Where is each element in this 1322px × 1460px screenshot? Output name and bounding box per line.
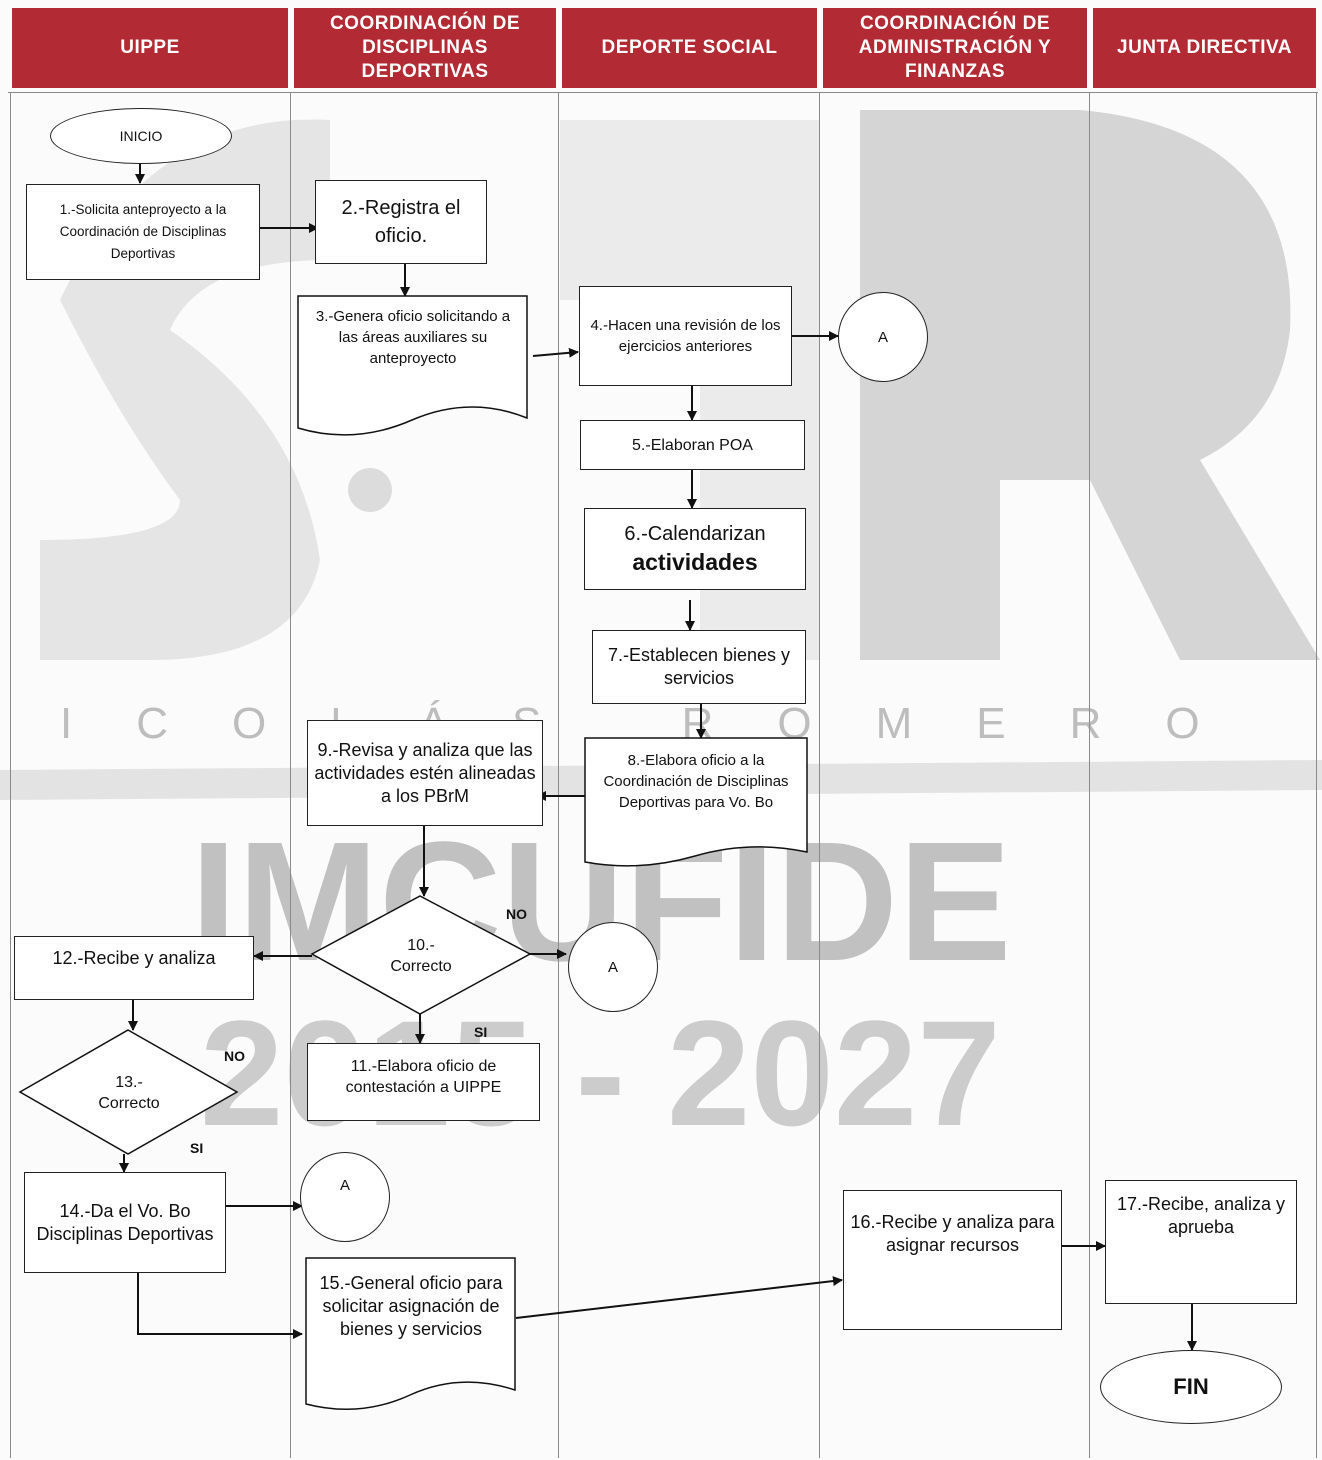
step-6-text-line1: 6.-Calendarizan xyxy=(624,523,766,545)
step-7-text: 7.-Establecen bienes y servicios xyxy=(607,645,791,688)
start-label: INICIO xyxy=(119,128,163,144)
step-15-text: 15.-General oficio para solicitar asigna… xyxy=(319,1273,503,1339)
step-5-text: 5.-Elaboran POA xyxy=(632,436,753,454)
step-7-box: 7.-Establecen bienes y servicios xyxy=(592,630,806,704)
label-si-13: SI xyxy=(190,1140,204,1156)
lane-header-deporte-social: DEPORTE SOCIAL xyxy=(562,8,817,88)
step-2-box: 2.-Registra el oficio. xyxy=(315,180,487,264)
step-8-document-shape xyxy=(584,737,808,867)
lane-header-coordinacion-disciplinas: COORDINACIÓN DE DISCIPLINAS DEPORTIVAS xyxy=(294,8,556,88)
step-5-box: 5.-Elaboran POA xyxy=(580,420,805,470)
watermark-logo-r-shape xyxy=(860,110,1320,660)
step-8-text: 8.-Elabora oficio a la Coordinación de D… xyxy=(603,752,789,811)
lane-header-junta-directiva: JUNTA DIRECTIVA xyxy=(1093,8,1316,88)
step-6-text-line2: actividades xyxy=(632,549,758,575)
lane-divider xyxy=(290,92,291,1458)
lane-top-border xyxy=(8,92,1318,93)
step-17-text: 17.-Recibe, analiza y aprueba xyxy=(1116,1194,1286,1237)
step-14-text: 14.-Da el Vo. Bo Disciplinas Deportivas xyxy=(36,1200,214,1244)
label-si-10: SI xyxy=(474,1024,488,1040)
decision-10-text: 10.- Correcto xyxy=(390,937,452,975)
decision-13-shape xyxy=(18,1029,239,1155)
step-9-text: 9.-Revisa y analiza que las actividades … xyxy=(314,739,536,806)
step-3-text: 3.-Genera oficio solicitando a las áreas… xyxy=(315,308,511,367)
step-4-box: 4.-Hacen una revisión de los ejercicios … xyxy=(579,286,792,386)
step-12-text: 12.-Recibe y analiza xyxy=(52,948,216,968)
step-4-text: 4.-Hacen una revisión de los ejercicios … xyxy=(590,317,781,355)
step-11-text: 11.-Elabora oficio de contestación a UIP… xyxy=(345,1058,502,1096)
connector-a-1: A xyxy=(838,292,928,382)
step-16-box: 16.-Recibe y analiza para asignar recurs… xyxy=(843,1190,1062,1330)
step-14-box: 14.-Da el Vo. Bo Disciplinas Deportivas xyxy=(24,1172,226,1273)
step-2-text: 2.-Registra el oficio. xyxy=(341,197,461,247)
step-1-box: 1.-Solicita anteproyecto a la Coordinaci… xyxy=(26,184,260,280)
step-11-box: 11.-Elabora oficio de contestación a UIP… xyxy=(307,1043,540,1121)
step-3-document-shape xyxy=(297,295,528,436)
connector-a-2: A xyxy=(568,922,658,1012)
lane-header-uippe: UIPPE xyxy=(12,8,288,88)
watermark-flower-shape xyxy=(348,468,392,512)
step-9-box: 9.-Revisa y analiza que las actividades … xyxy=(307,720,543,826)
label-no-10: NO xyxy=(506,906,527,922)
lane-divider xyxy=(1089,92,1090,1458)
lane-header-coordinacion-administracion: COORDINACIÓN DE ADMINISTRACIÓN Y FINANZA… xyxy=(823,8,1087,88)
end-oval: FIN xyxy=(1100,1350,1282,1424)
step-16-text: 16.-Recibe y analiza para asignar recurs… xyxy=(850,1212,1055,1255)
step-12-box: 12.-Recibe y analiza xyxy=(14,936,254,1000)
end-label: FIN xyxy=(1173,1374,1209,1399)
connector-a-3: A xyxy=(300,1152,390,1242)
decision-13-text: 13.- Correcto xyxy=(98,1074,160,1112)
lane-divider xyxy=(819,92,820,1458)
arrow-14-to-15 xyxy=(137,1273,303,1339)
step-15-document-shape xyxy=(305,1257,516,1411)
lane-divider xyxy=(10,92,11,1458)
lane-divider xyxy=(558,92,559,1458)
step-17-box: 17.-Recibe, analiza y aprueba xyxy=(1105,1180,1297,1304)
arrow-15-to-16 xyxy=(515,1276,843,1319)
label-no-13: NO xyxy=(224,1048,245,1064)
arrow-3-to-4 xyxy=(532,347,579,358)
step-1-text: 1.-Solicita anteproyecto a la Coordinaci… xyxy=(59,202,227,261)
start-oval: INICIO xyxy=(50,108,232,164)
lane-divider xyxy=(1316,92,1317,1458)
step-6-box: 6.-Calendarizan actividades xyxy=(584,508,806,590)
